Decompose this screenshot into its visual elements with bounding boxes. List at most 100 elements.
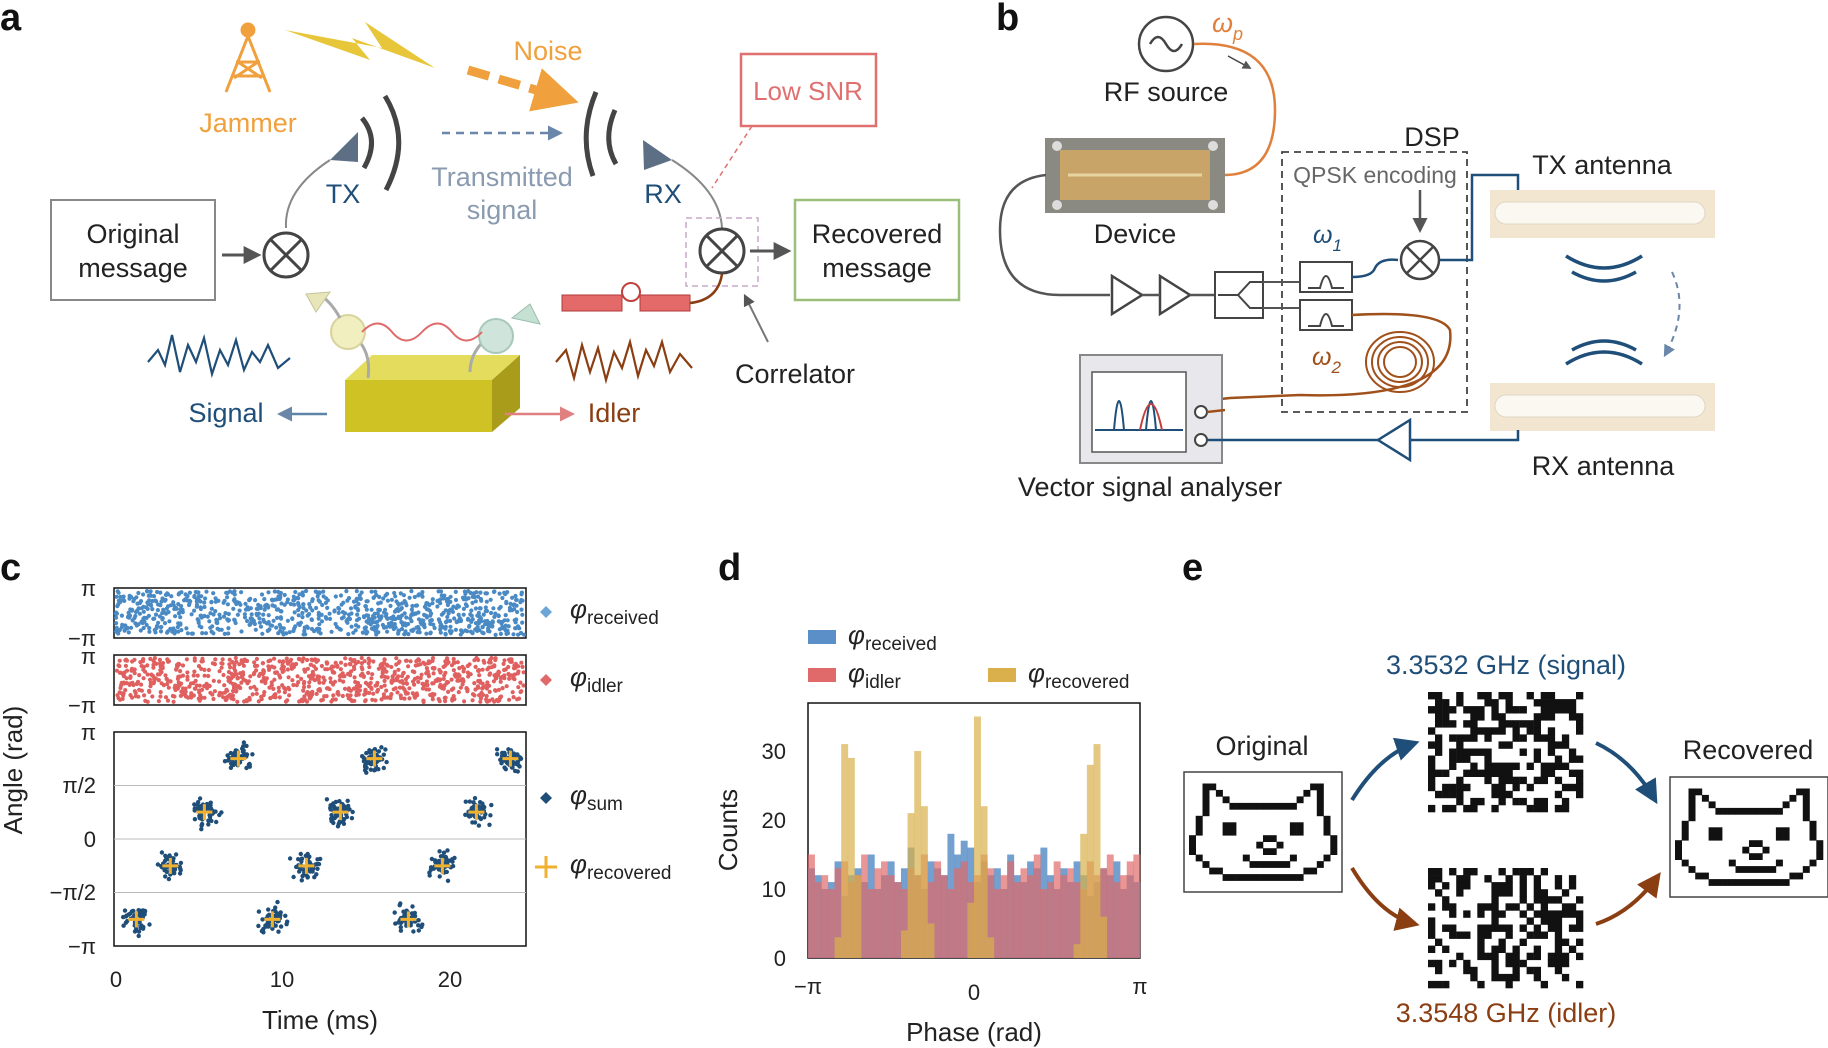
idler-point: [426, 674, 432, 679]
idler-point: [136, 694, 141, 699]
idler-point: [147, 688, 152, 693]
noise-pixel: [1519, 896, 1527, 904]
lightning-icon: [285, 22, 435, 68]
sum-point: [177, 871, 183, 876]
idler-point: [195, 673, 200, 678]
idler-point: [449, 663, 455, 668]
noise-pixel: [1463, 910, 1471, 918]
idler-point: [328, 666, 333, 671]
cat-pixel: [1809, 820, 1817, 828]
rx-wave-icon: [606, 109, 619, 166]
idler-point: [124, 681, 129, 686]
noise-pixel: [1491, 973, 1499, 982]
cat-pixel: [1816, 853, 1824, 860]
idler-point: [154, 661, 159, 666]
sum-point: [159, 850, 165, 855]
noise-pixel: [1477, 952, 1485, 961]
idler-point: [272, 677, 277, 682]
device-output-cable: [998, 173, 1110, 297]
idler-point: [227, 657, 232, 662]
idler-point: [480, 681, 485, 686]
received-point: [232, 589, 237, 594]
received-point: [291, 598, 296, 603]
received-point: [355, 612, 360, 617]
received-point: [479, 619, 484, 624]
noise-pixel: [1463, 734, 1471, 742]
sum-point: [392, 910, 397, 915]
noise-pixel: [1576, 713, 1584, 721]
histogram-bar-idler: [1106, 854, 1114, 958]
idler-point: [305, 691, 310, 696]
idler-point: [184, 657, 189, 662]
sum-point: [476, 823, 482, 828]
sum-point: [363, 762, 368, 767]
noise-pixel: [1568, 748, 1577, 756]
cat-pixel: [1209, 867, 1217, 875]
received-point: [268, 623, 273, 628]
noise-pixel: [1498, 713, 1506, 721]
noise-pixel: [1456, 734, 1464, 742]
noise-pixel: [1449, 706, 1457, 714]
cat-pixel: [1782, 801, 1790, 809]
idler-point: [457, 666, 462, 671]
cat-pixel: [1269, 874, 1277, 881]
idler-point: [290, 678, 295, 683]
idler-point: [461, 669, 466, 674]
jammer-tower-icon: [224, 22, 272, 93]
noise-pixel: [1554, 931, 1563, 939]
received-point: [443, 608, 448, 613]
idler-point: [276, 689, 282, 694]
noise-pixel: [1512, 903, 1520, 911]
noise-pixel: [1498, 945, 1506, 953]
idler-point: [301, 688, 306, 693]
received-point: [180, 607, 185, 613]
received-point: [243, 601, 248, 606]
idler-point: [424, 671, 429, 676]
noise-pixel: [1512, 762, 1520, 770]
rx-receive-wave-icon: [1571, 339, 1637, 352]
idler-point: [404, 681, 410, 686]
cat-pixel: [1755, 853, 1763, 860]
received-point: [150, 607, 155, 612]
received-point: [466, 596, 471, 601]
idler-point: [375, 687, 381, 692]
sum-point: [437, 874, 442, 879]
noise-pixel: [1540, 931, 1548, 939]
noise-pixel: [1561, 762, 1570, 770]
idler-point: [402, 696, 407, 701]
received-point: [396, 608, 401, 614]
signal-waveform: [147, 333, 291, 379]
idler-point: [232, 685, 237, 690]
noise-pixel: [1435, 769, 1443, 777]
idler-point: [161, 683, 166, 688]
received-point: [475, 594, 481, 599]
received-point: [385, 629, 390, 634]
idler-point: [143, 698, 148, 704]
c-x-tick-0: 0: [110, 967, 122, 992]
noise-pixel: [1505, 790, 1513, 799]
device-label: Device: [1094, 219, 1177, 249]
noise-pixel: [1526, 952, 1534, 961]
received-point: [399, 626, 405, 632]
histogram-bar-idler: [808, 854, 815, 958]
sum-point: [278, 924, 284, 929]
received-point: [377, 594, 382, 600]
received-point: [118, 594, 123, 600]
idler-point: [186, 695, 191, 700]
cat-pixel: [1310, 867, 1318, 875]
cat-pixel: [1289, 828, 1297, 836]
cat-pixel: [1681, 859, 1689, 867]
idler-point: [431, 666, 437, 671]
received-point: [375, 623, 380, 629]
idler-point: [178, 693, 183, 699]
received-point: [192, 593, 197, 599]
idler-point: [371, 691, 376, 696]
idler-point: [440, 686, 445, 691]
sum-point: [428, 867, 434, 872]
rx-amplifier-icon: [1375, 417, 1412, 463]
received-scatter: [113, 588, 527, 638]
idler-point: [130, 695, 135, 700]
histogram-bar-idler: [1047, 882, 1054, 958]
sum-point: [208, 800, 213, 805]
noise-pixel: [1491, 959, 1499, 968]
